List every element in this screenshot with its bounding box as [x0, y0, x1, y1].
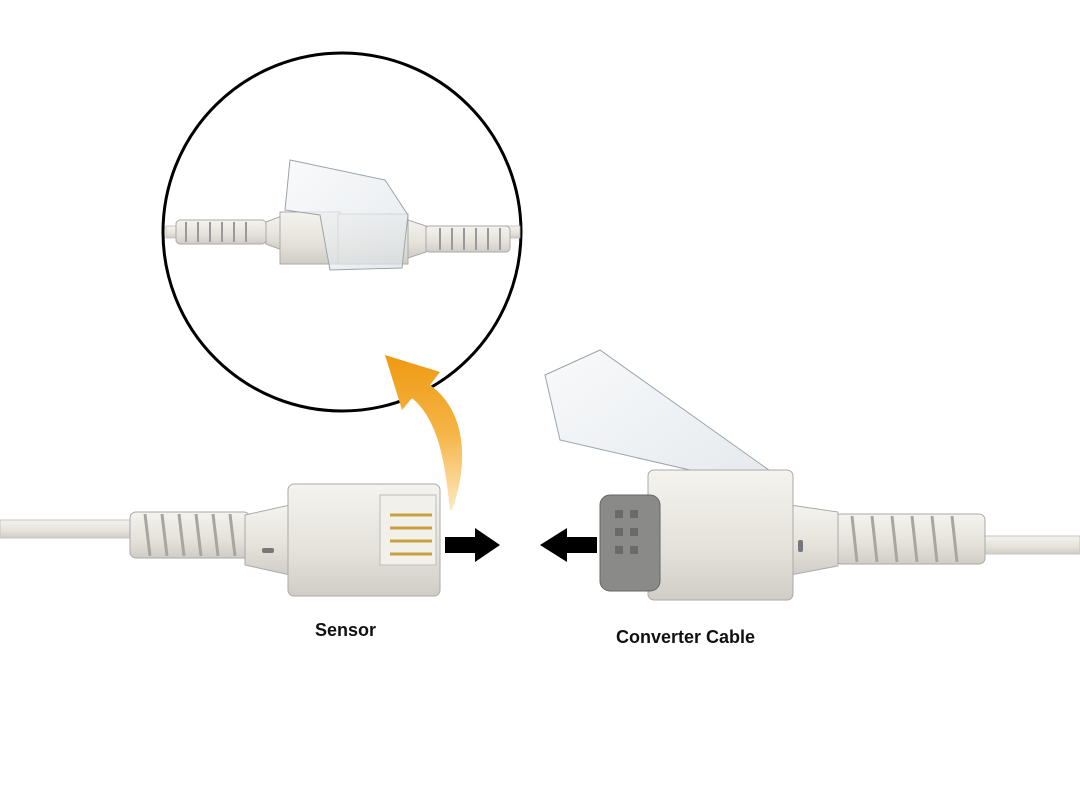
arrow-right-icon — [445, 528, 500, 562]
sensor-pins — [390, 513, 432, 556]
converter-cable-connector — [544, 349, 1080, 601]
inset-magnified-view — [161, 51, 523, 413]
sensor-connector — [0, 483, 441, 597]
curved-arrow-up-icon — [385, 355, 463, 510]
converter-cable-label: Converter Cable — [616, 627, 756, 647]
sensor-label: Sensor — [315, 620, 377, 640]
inset-strain-relief-left — [175, 219, 267, 245]
arrow-left-icon — [540, 528, 597, 562]
inset-strain-relief-right — [424, 225, 511, 253]
